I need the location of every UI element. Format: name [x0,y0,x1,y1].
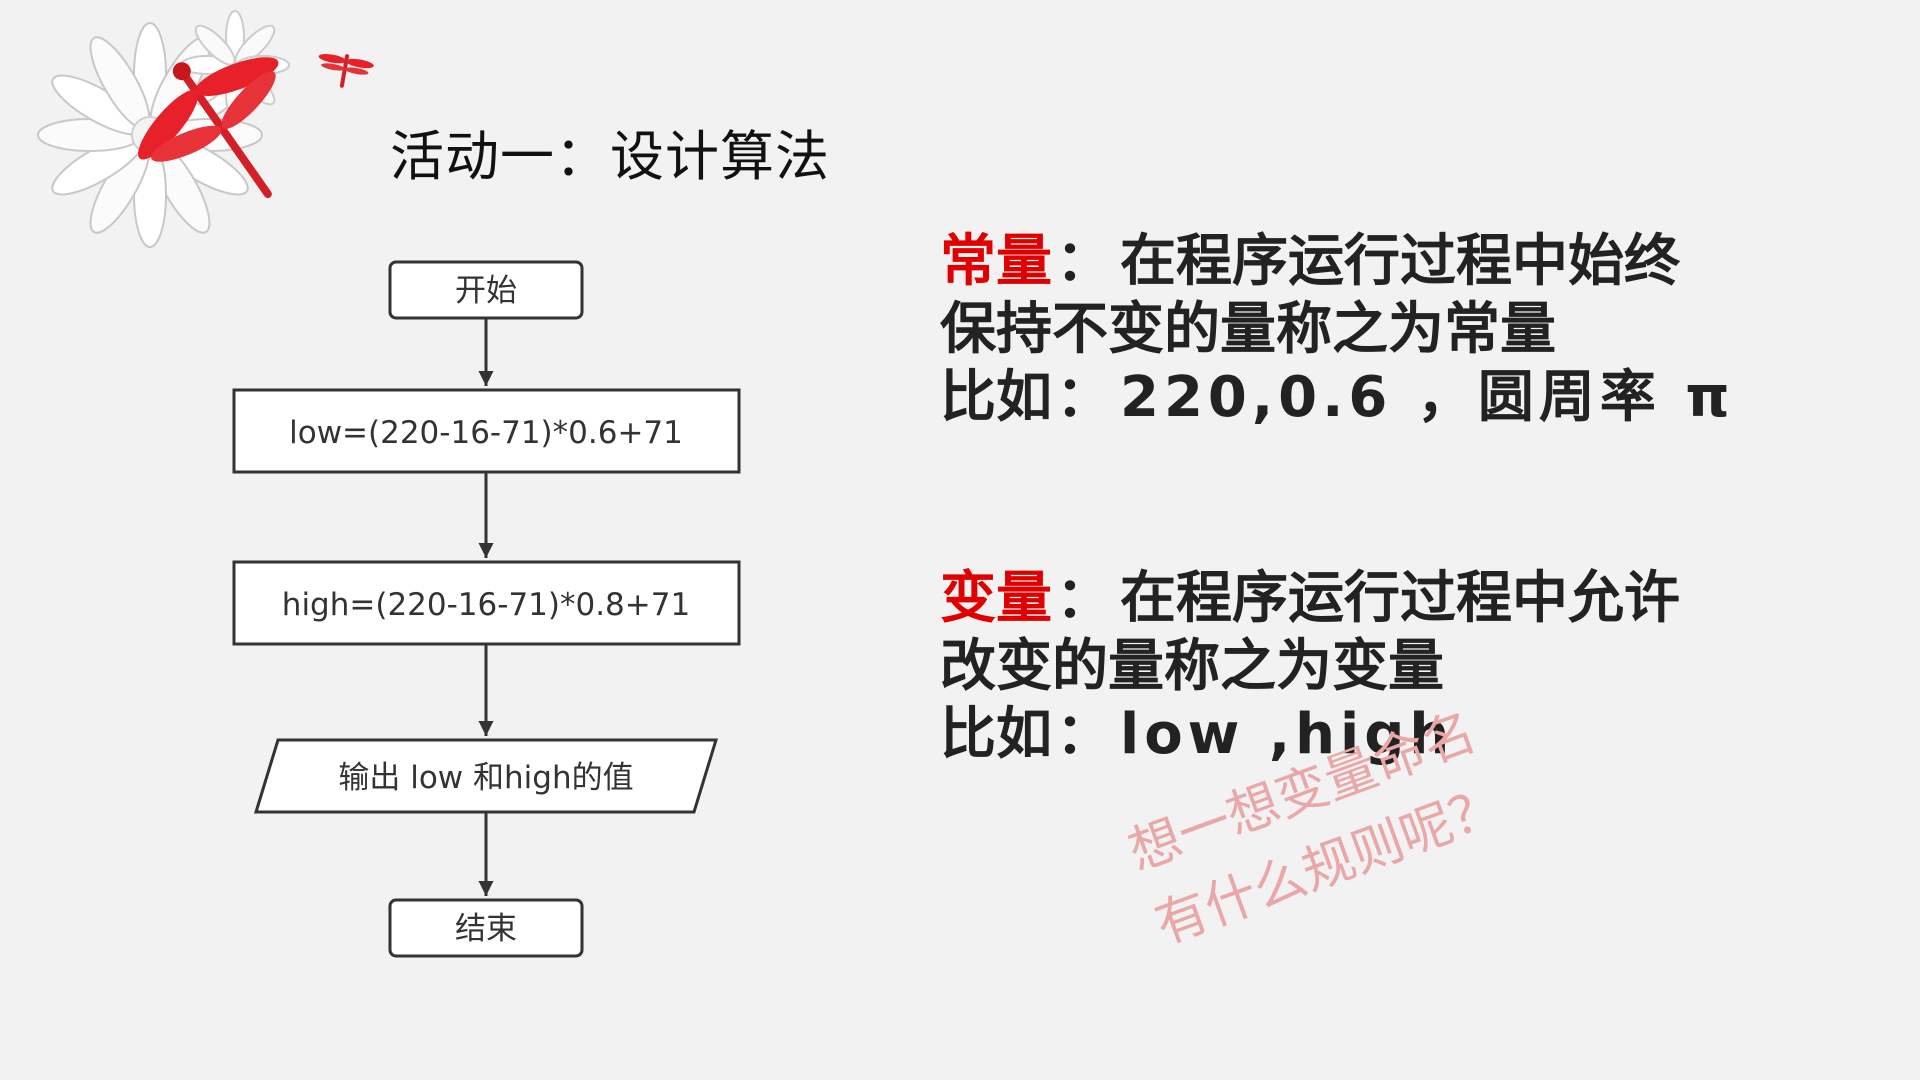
constant-def-line2: 保持不变的量称之为常量 [940,297,1556,362]
flow-end-label: 结束 [455,911,517,947]
variable-definition: 变量：在程序运行过程中允许 改变的量称之为变量 比如：low ,high [940,565,1740,769]
constant-example-value: 220,0.6 ，圆周率 π [1120,365,1735,430]
flowchart: 开始 low=(220-16-71)*0.6+71 high=(220-16-7… [232,260,741,958]
constant-example: 比如：220,0.6 ，圆周率 π [940,364,1740,432]
variable-example-prefix: 比如 [940,702,1052,767]
variable-def-line2: 改变的量称之为变量 [940,634,1444,699]
variable-example-colon: ： [1056,702,1112,767]
variable-example-value: low ,high [1120,702,1455,767]
flow-start-label: 开始 [455,273,517,309]
slide-title: 活动一：设计算法 [390,125,830,188]
flow-step1-label: low=(220-16-71)*0.6+71 [289,415,683,451]
flow-output-label: 输出 low 和high的值 [338,760,633,796]
decoration [37,10,374,248]
flow-process-node: low=(220-16-71)*0.6+71 [232,388,741,474]
variable-def-line1: 变量：在程序运行过程中允许 [940,565,1740,633]
variable-colon: ： [1056,566,1112,631]
dragonfly-icon [318,54,374,88]
constant-example-colon: ： [1056,365,1112,430]
constant-example-prefix: 比如 [940,365,1052,430]
flow-output-node: 输出 low 和high的值 [253,738,719,814]
constant-definition: 常量：在程序运行过程中始终 保持不变的量称之为常量 比如：220,0.6 ，圆周… [940,228,1740,432]
constant-def-line1: 常量：在程序运行过程中始终 [940,228,1740,296]
constant-def-text: 在程序运行过程中始终 [1120,229,1680,294]
dragonfly-icon [138,57,279,199]
variable-term: 变量 [940,566,1052,631]
flow-step2-label: high=(220-16-71)*0.8+71 [282,587,690,623]
constant-term: 常量 [940,229,1052,294]
variable-def-text: 在程序运行过程中允许 [1120,566,1680,631]
flow-process-node: high=(220-16-71)*0.8+71 [232,560,741,646]
variable-example: 比如：low ,high [940,701,1740,769]
flow-start-node: 开始 [388,260,584,320]
constant-colon: ： [1056,229,1112,294]
flow-end-node: 结束 [388,898,584,958]
